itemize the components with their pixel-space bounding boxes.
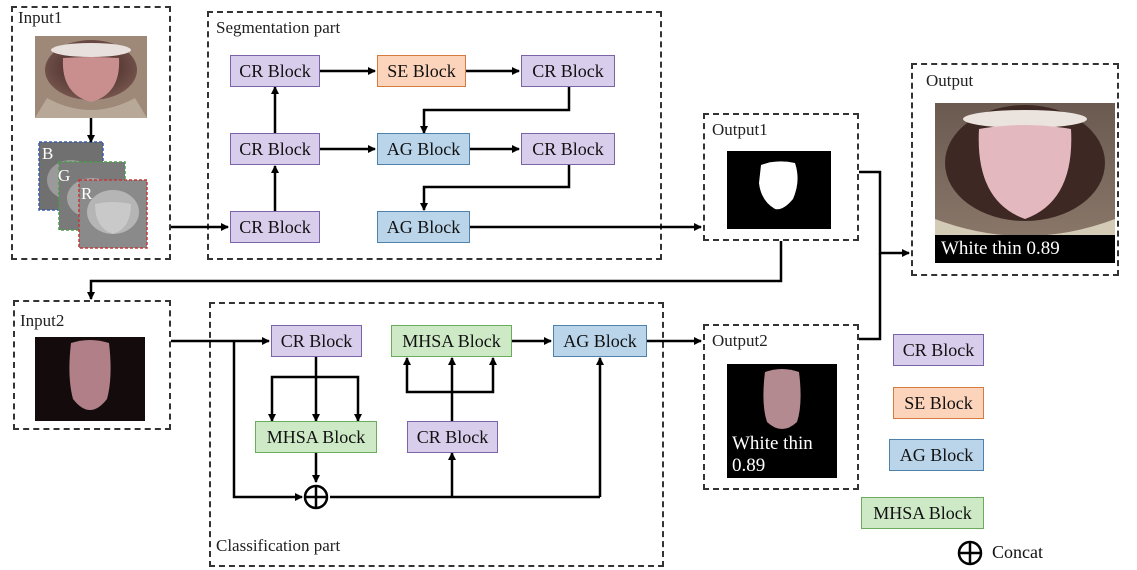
- input1-frame: [11, 6, 171, 260]
- seg-cr-block-1: CR Block: [230, 55, 320, 87]
- output-frame: [911, 63, 1119, 276]
- cls-cr-block-1: CR Block: [271, 325, 362, 357]
- output2-tongue-image: [727, 364, 837, 478]
- seg-ag-block-1: AG Block: [377, 133, 470, 165]
- input2-title: Input2: [20, 311, 65, 330]
- seg-cr-block-3: CR Block: [230, 133, 320, 165]
- output1-frame: [703, 113, 859, 241]
- output-tongue-image: [935, 103, 1115, 263]
- output-caption: White thin 0.89: [941, 238, 1060, 259]
- seg-se-block: SE Block: [377, 55, 466, 87]
- legend-cr-block: CR Block: [893, 334, 984, 366]
- segmentation-frame: [207, 11, 662, 260]
- classification-title: Classification part: [216, 536, 341, 555]
- channel-label-b: B: [42, 144, 54, 163]
- input2-tongue-image: [35, 337, 145, 421]
- bgr-channel-stack: [38, 141, 148, 249]
- concat-symbol: [303, 484, 329, 510]
- cls-ag-block: AG Block: [553, 325, 647, 357]
- input1-title: Input1: [18, 8, 63, 27]
- channel-label-g: G: [58, 166, 71, 185]
- legend-concat-icon: [957, 540, 983, 566]
- channel-label-r: R: [81, 184, 93, 203]
- cls-mhsa-block-1: MHSA Block: [255, 421, 377, 453]
- legend-mhsa-block: MHSA Block: [861, 497, 984, 529]
- seg-cr-block-2: CR Block: [521, 55, 615, 87]
- seg-ag-block-2: AG Block: [377, 211, 470, 243]
- cls-mhsa-block-2: MHSA Block: [391, 325, 512, 357]
- segmentation-title: Segmentation part: [216, 18, 341, 37]
- seg-cr-block-4: CR Block: [521, 133, 615, 165]
- legend-se-block: SE Block: [893, 387, 984, 419]
- output1-title: Output1: [712, 120, 768, 139]
- input2-frame: [13, 300, 171, 430]
- cls-cr-block-2: CR Block: [407, 421, 498, 453]
- seg-cr-block-5: CR Block: [230, 211, 320, 243]
- output2-frame: [703, 324, 859, 490]
- output2-caption-line2: 0.89: [732, 455, 766, 476]
- legend-concat-label: Concat: [992, 542, 1043, 562]
- output-title: Output: [926, 71, 974, 90]
- output2-title: Output2: [712, 331, 768, 350]
- legend-ag-block: AG Block: [889, 439, 984, 471]
- input1-tongue-image: [35, 36, 147, 118]
- output2-caption-line1: White thin: [732, 433, 813, 454]
- classification-frame: [209, 302, 664, 567]
- output1-mask-image: [727, 151, 831, 229]
